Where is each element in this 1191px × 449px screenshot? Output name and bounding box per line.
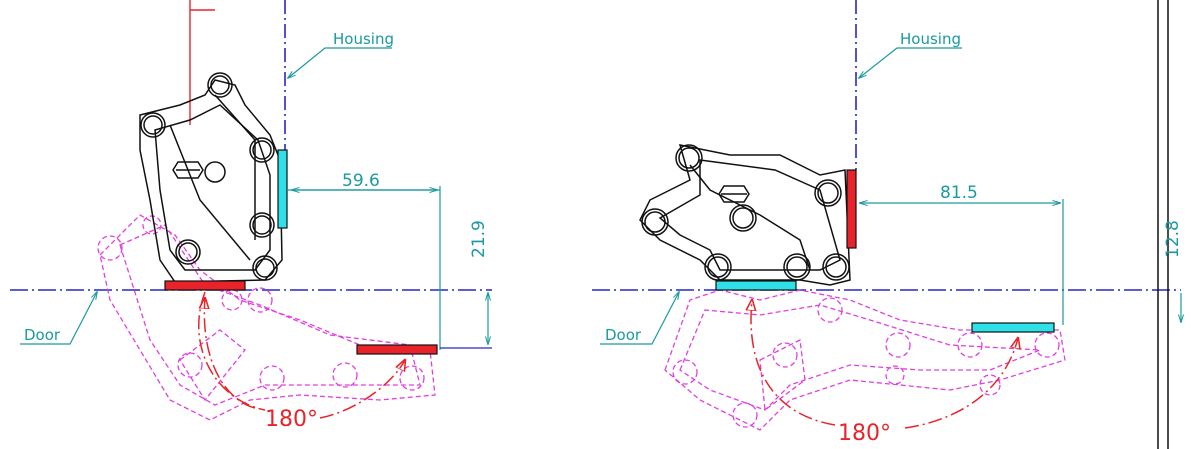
left-door-leader [20,292,97,345]
right-door-plate-open [971,322,1055,333]
left-dim-vertical-label: 21.9 [469,220,489,258]
right-rotation-label: 180° [838,421,891,446]
right-housing-label: Housing [900,30,961,48]
left-housing-leader [288,47,392,78]
right-door-plate-closed [715,280,797,291]
right-closed-hinge [639,144,851,286]
left-open-hinge [97,214,436,421]
left-door-plate-open [356,344,438,355]
left-rotation-label: 180° [265,407,318,432]
right-dim-horizontal [860,199,1064,325]
right-rotation-arc [751,300,836,426]
right-door-label: Door [605,326,642,344]
right-housing-plate [846,169,857,249]
right-dim-vertical-label: 12.8 [1163,220,1183,258]
right-door-leader [600,292,679,345]
left-dim-vertical [440,293,492,349]
left-door-label: Door [24,326,61,344]
left-dim-horizontal [288,186,441,350]
right-housing-leader [859,47,962,78]
left-door-plate-closed [164,280,246,291]
right-view: Housing Door 81.5 12.8 180° [592,0,1183,449]
left-closed-hinge [139,72,283,283]
right-dim-horizontal-label: 81.5 [940,183,978,203]
left-housing-plate [277,149,288,229]
right-open-hinge [664,289,1066,431]
left-housing-label: Housing [333,30,394,48]
left-view: Housing Door 59.6 21.9 180° [10,0,492,432]
left-dim-horizontal-label: 59.6 [342,171,380,191]
left-rotation-arc [197,291,405,419]
